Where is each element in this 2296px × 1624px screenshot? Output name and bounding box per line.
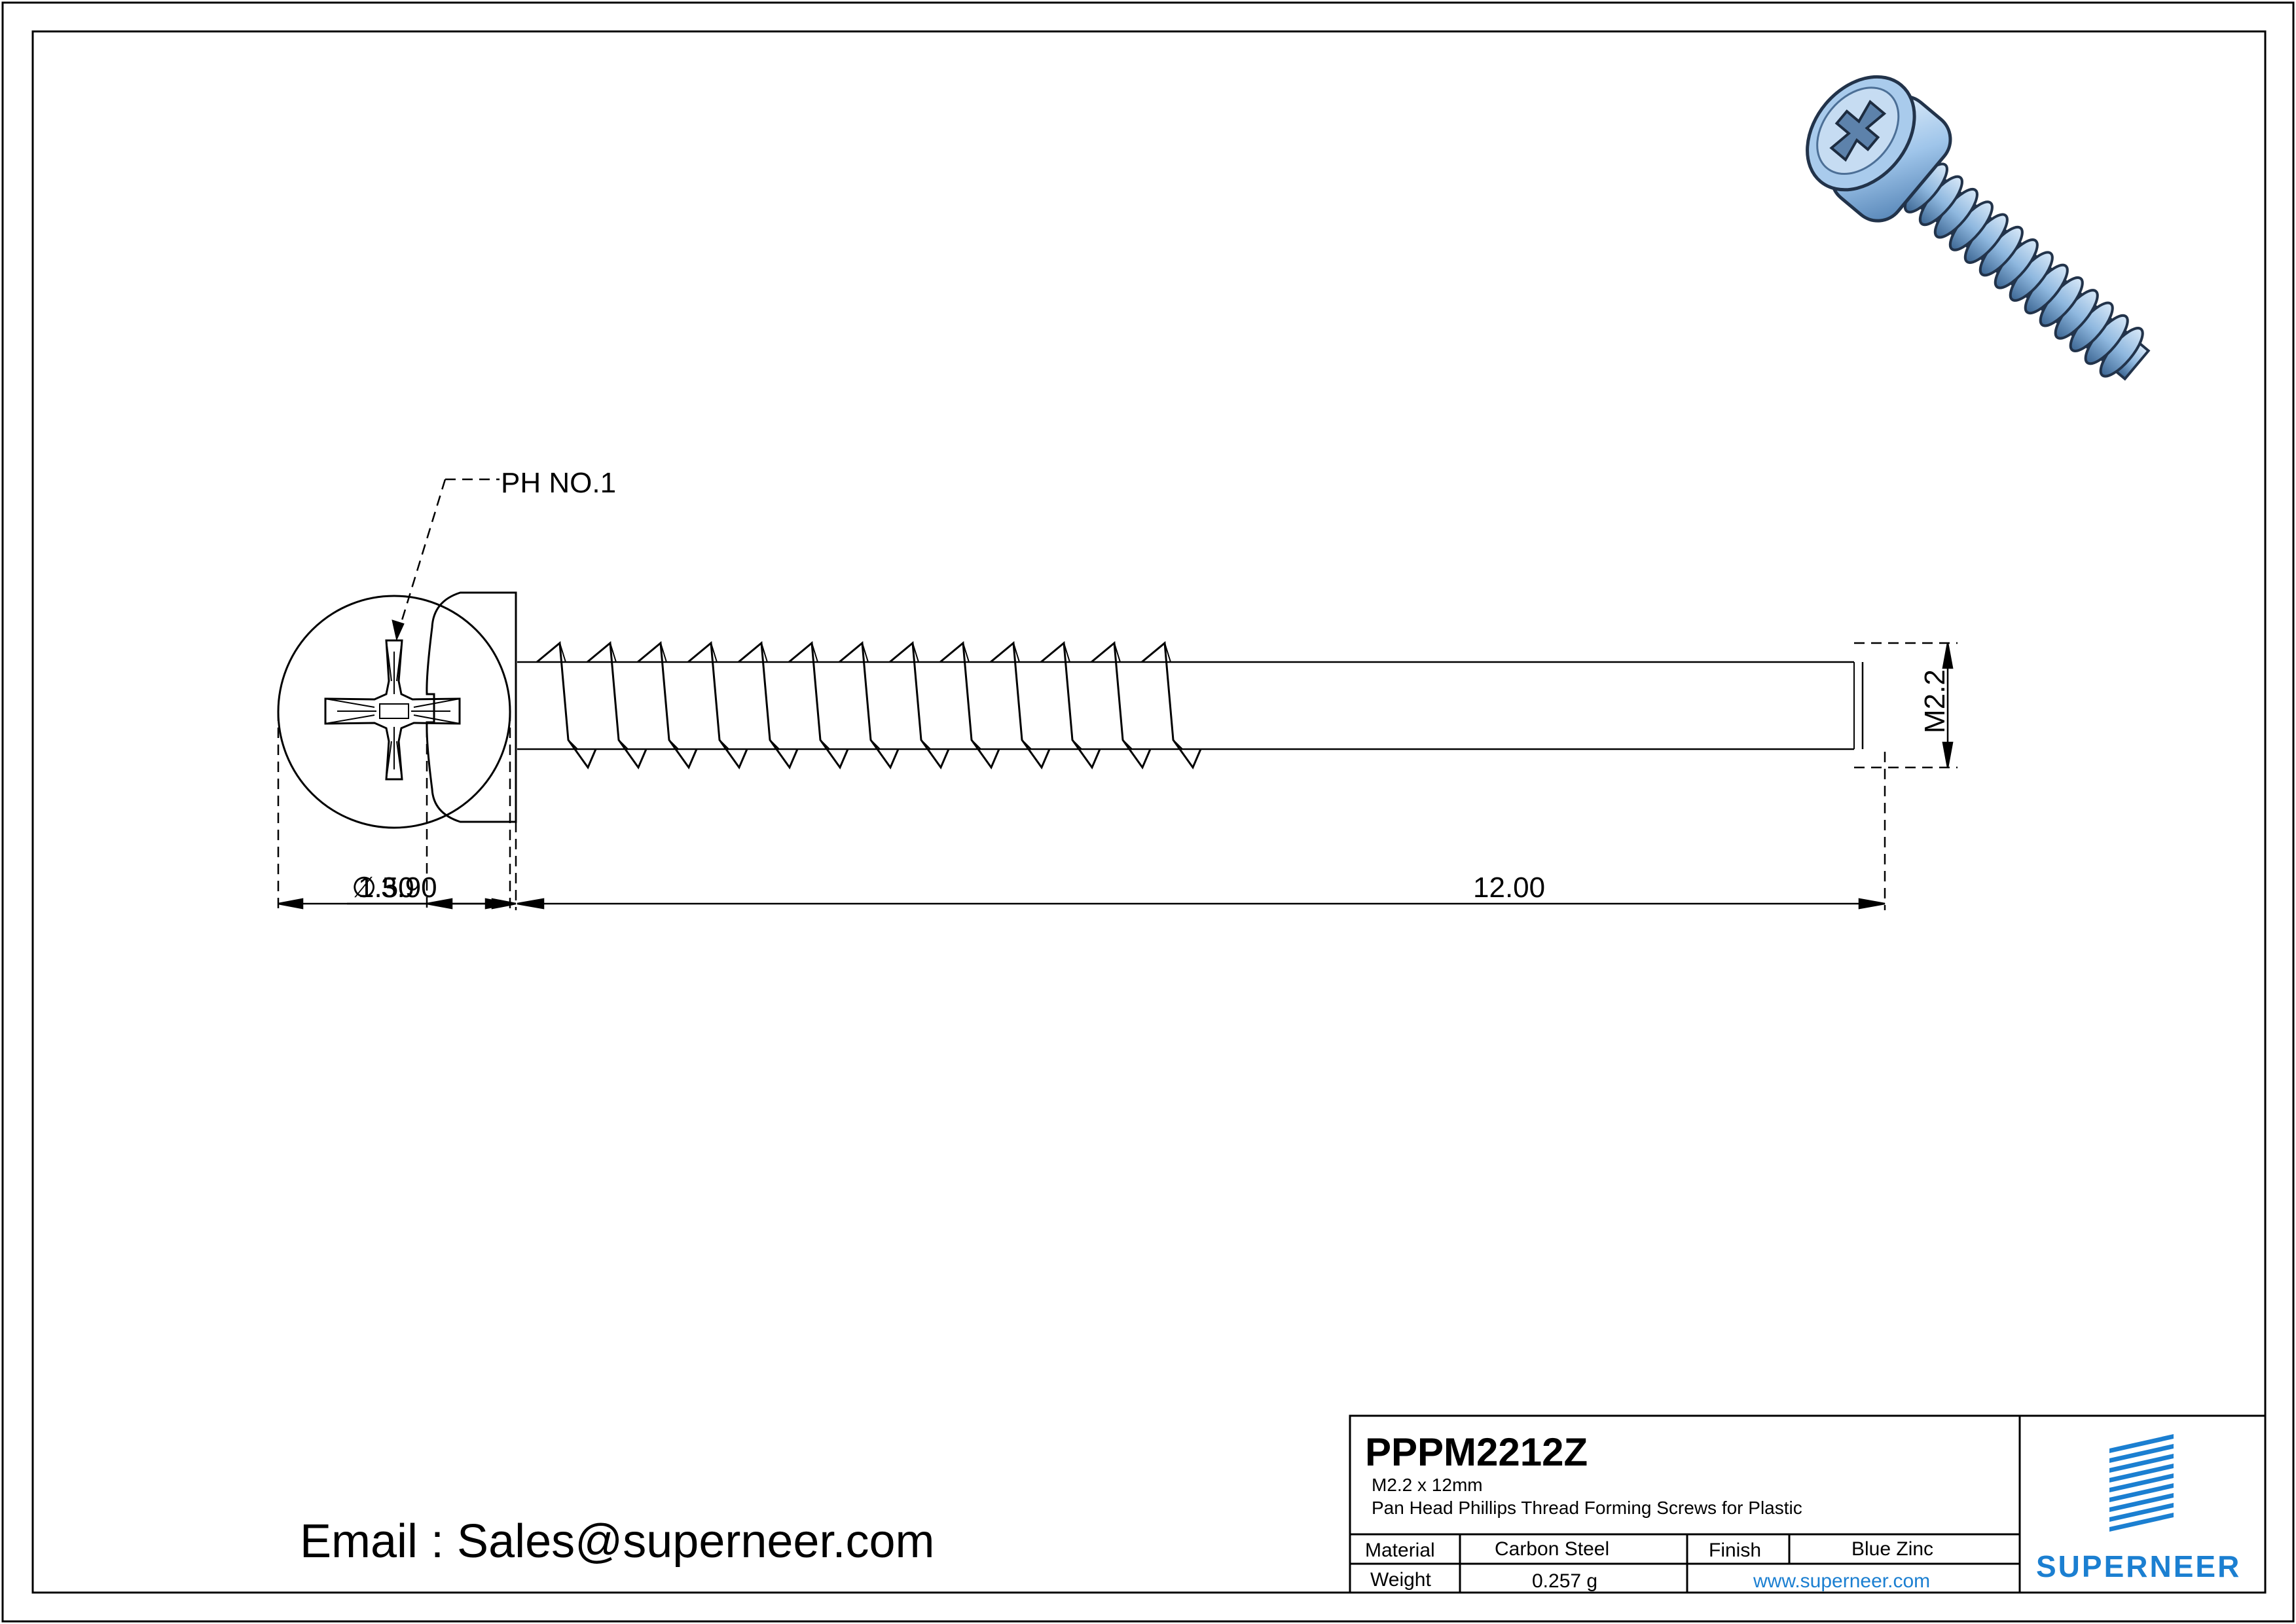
head-top-view bbox=[277, 595, 511, 829]
head-profile bbox=[426, 591, 517, 823]
drive-label: PH NO.1 bbox=[501, 467, 616, 499]
screw-3d-render bbox=[1806, 75, 2151, 381]
thread-value: M2.2 bbox=[1919, 669, 1951, 733]
thread-turns bbox=[536, 641, 1202, 770]
render-phillips-recess bbox=[1829, 100, 1887, 162]
brand-logo-icon bbox=[2109, 1434, 2174, 1532]
diameter-symbol: ∅ bbox=[352, 872, 376, 904]
contact-email: Email : Sales@superneer.com bbox=[300, 1515, 935, 1568]
screw-side-view bbox=[426, 591, 1864, 823]
sheet-inner-border bbox=[31, 30, 2267, 1594]
head-diameter-value: 3.90 bbox=[381, 872, 437, 904]
part-description: Pan Head Phillips Thread Forming Screws … bbox=[1372, 1498, 1802, 1518]
part-code: PPPM2212Z bbox=[1365, 1430, 1588, 1474]
finish-value: Blue Zinc bbox=[1851, 1538, 1933, 1560]
finish-label: Finish bbox=[1709, 1540, 1761, 1561]
weight-label: Weight bbox=[1370, 1569, 1431, 1591]
material-label: Material bbox=[1365, 1540, 1435, 1561]
title-block bbox=[1349, 1414, 2267, 1594]
head-height-value: 1.50 bbox=[358, 872, 414, 904]
thread-dimension bbox=[1854, 642, 1958, 769]
website-link-text[interactable]: www.superneer.com bbox=[1753, 1570, 1930, 1592]
render-thread-turns bbox=[1903, 162, 2151, 381]
length-dimension bbox=[517, 752, 1886, 910]
weight-value: 0.257 g bbox=[1532, 1570, 1597, 1592]
phillips-recess bbox=[324, 639, 461, 781]
length-value: 12.00 bbox=[1473, 872, 1545, 904]
head-height-dimension bbox=[347, 727, 517, 910]
brand-name: SUPERNEER bbox=[2036, 1549, 2241, 1583]
drive-leader bbox=[392, 478, 500, 641]
part-size: M2.2 x 12mm bbox=[1372, 1475, 1483, 1495]
website-link[interactable]: www.superneer.com bbox=[1753, 1570, 1930, 1592]
head-outline-circle bbox=[277, 595, 511, 829]
material-value: Carbon Steel bbox=[1495, 1538, 1609, 1560]
